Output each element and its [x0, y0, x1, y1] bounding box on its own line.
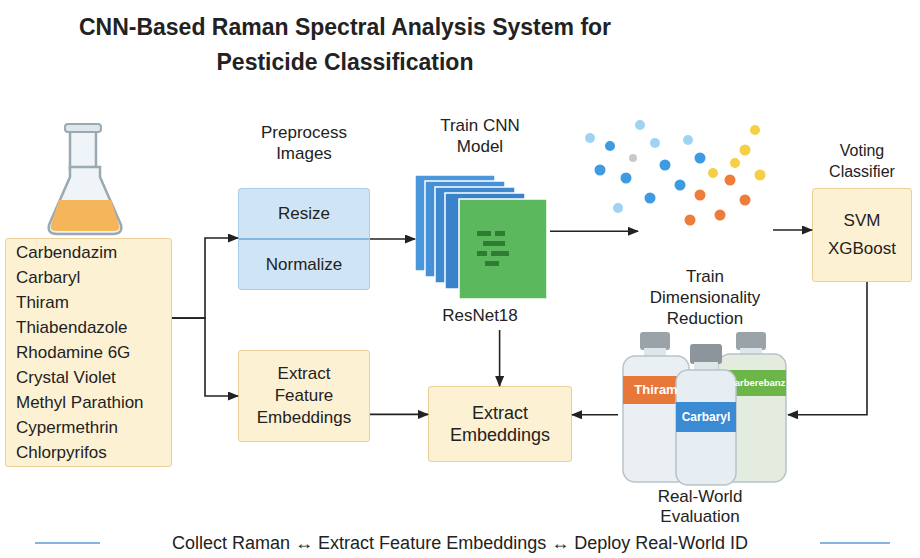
bottle-label: Thiram — [623, 376, 689, 404]
pesticide-name: Crystal Violet — [16, 365, 161, 390]
pesticide-name: Carbendazim — [16, 240, 161, 265]
art-part — [650, 138, 660, 148]
art-part — [715, 210, 726, 221]
step-heading: Train Dimensionality Reduction — [640, 266, 770, 329]
art-part — [483, 241, 505, 246]
process-box: Extract Embeddings — [428, 386, 572, 462]
art-part — [740, 195, 751, 206]
bottles-illustration — [618, 330, 788, 487]
process-box-frame: Extract Feature Embeddings — [238, 350, 370, 442]
voting-step: SVMXGBoost Voting Classifier — [812, 140, 912, 282]
flow-arrow — [172, 318, 238, 396]
art-part — [740, 145, 751, 156]
art-part — [755, 170, 766, 181]
art-part — [640, 332, 670, 350]
bottle-label: Carbaryl — [676, 402, 736, 432]
art-part — [730, 158, 740, 168]
step-heading: Preprocess Images — [238, 122, 370, 164]
preprocess-step: ResizeNormalize Preprocess Images — [238, 116, 370, 290]
footer-rule — [820, 542, 890, 544]
classifier-box: SVMXGBoost — [812, 188, 912, 282]
cnn-step: Train CNN ModelResNet18 — [410, 115, 550, 330]
art-part — [708, 168, 718, 178]
footer-rule — [35, 542, 100, 544]
art-part — [595, 165, 606, 176]
art-part — [725, 175, 736, 186]
flow-arrow — [370, 414, 428, 416]
pesticide-list: CarbendazimCarbarylThiramThiabendazoleRh… — [5, 238, 172, 467]
art-part — [635, 120, 645, 130]
step-heading: Voting Classifier — [812, 140, 912, 182]
flow-arrow — [499, 330, 501, 386]
flask-neck — [70, 130, 96, 170]
art-part — [495, 231, 505, 236]
flask-illustration — [45, 122, 125, 237]
cnn-layers-illustration — [415, 175, 550, 303]
flow-arrow — [370, 238, 415, 240]
art-part — [621, 173, 632, 184]
preprocess-op: Resize — [239, 189, 369, 240]
preprocess-op: Normalize — [239, 240, 369, 289]
classifier-name: XGBoost — [813, 235, 911, 263]
art-part — [736, 332, 766, 350]
diagram-title: CNN-Based Raman Spectral Analysis System… — [35, 10, 655, 80]
art-part — [750, 125, 760, 135]
process-box: Extract Feature Embeddings — [238, 350, 370, 442]
pesticide-name: Chlorpyrifos — [16, 440, 161, 465]
flask-body — [49, 167, 122, 234]
list-box: CarbendazimCarbarylThiramThiabendazoleRh… — [5, 238, 172, 467]
flow-arrow — [572, 414, 618, 416]
art-part — [585, 133, 595, 143]
flow-arrow — [550, 231, 638, 233]
art-part — [459, 199, 547, 299]
art-part — [485, 261, 499, 266]
art-part — [613, 203, 623, 213]
pesticide-name: Thiabendazole — [16, 315, 161, 340]
art-part — [605, 141, 615, 151]
footer-caption: Collect Raman ↔ Extract Feature Embeddin… — [105, 532, 815, 554]
classifier-name: SVM — [813, 207, 911, 235]
art-part — [690, 344, 722, 364]
art-part — [477, 251, 487, 256]
pesticide-name: Methyl Parathion — [16, 390, 161, 415]
flow-arrow — [773, 229, 812, 231]
art-part — [695, 153, 706, 164]
art-part — [695, 190, 706, 201]
scatter-illustration — [638, 118, 773, 235]
pesticide-name: Thiram — [16, 290, 161, 315]
process-text: Extract Embeddings — [439, 402, 561, 446]
flow-arrow — [788, 282, 867, 415]
art-part — [477, 231, 491, 236]
pesticide-name: Rhodamine 6G — [16, 340, 161, 365]
art-part — [675, 180, 686, 191]
evaluation-step: Real-World Evaluation — [618, 330, 788, 530]
art-part — [491, 251, 509, 256]
flask-rim — [65, 124, 101, 132]
pesticide-name: Carbaryl — [16, 265, 161, 290]
preprocess-box: ResizeNormalize — [238, 188, 370, 290]
model-name: ResNet18 — [410, 305, 550, 326]
process-text: Extract Feature Embeddings — [253, 363, 355, 429]
bottle-label: arberebanz — [732, 370, 788, 396]
art-part — [683, 135, 693, 145]
art-part — [629, 154, 637, 162]
art-part — [676, 370, 736, 485]
step-heading: Real-World Evaluation — [640, 487, 760, 527]
process-box-frame: Extract Embeddings — [428, 386, 572, 462]
art-part — [660, 160, 671, 171]
art-part — [676, 402, 736, 432]
art-part — [685, 215, 696, 226]
reduction-step: Train Dimensionality Reduction — [588, 118, 778, 333]
art-part — [645, 193, 656, 204]
pesticide-name: Cypermethrin — [16, 415, 161, 440]
step-heading: Train CNN Model — [435, 115, 525, 157]
flow-arrow — [172, 238, 238, 318]
flask-liquid — [51, 200, 120, 231]
